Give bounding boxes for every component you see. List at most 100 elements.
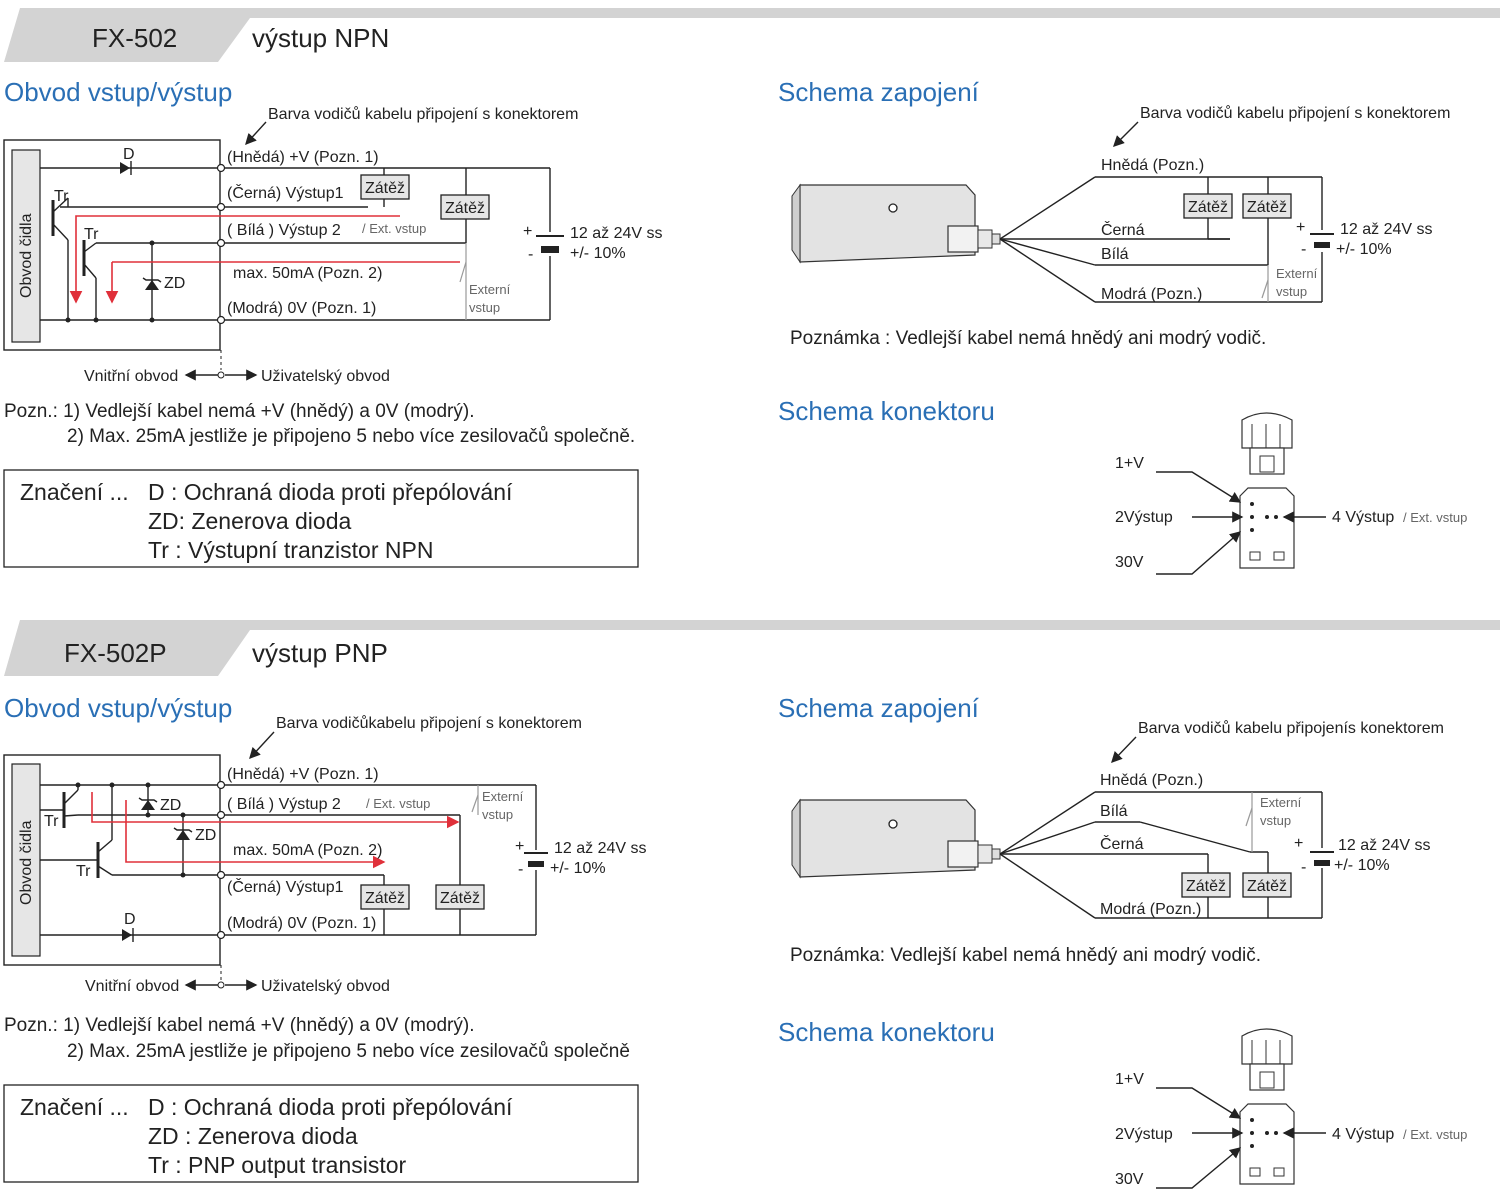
sensor-circuit-label: Obvod čidla: [18, 820, 35, 905]
wire-black-label: (Černá) Výstup1: [227, 877, 344, 896]
wiring-load-2: [1242, 872, 1292, 898]
ext-input-small: / Ext. vstup: [362, 221, 426, 236]
wire-blue-label: (Modrá) 0V (Pozn. 1): [227, 300, 376, 317]
wiring-minus: -: [1301, 859, 1306, 876]
load-box-2: [440, 194, 490, 220]
wiring-black-label: Černá: [1101, 220, 1145, 239]
wiring-black-label: Černá: [1100, 834, 1144, 853]
wiring-title: Schema zapojení: [778, 693, 980, 723]
ext-input-2: vstup: [469, 300, 500, 315]
diode-d-symbol: [122, 929, 132, 941]
battery-plus: +: [515, 838, 524, 855]
diode-d-label: D: [124, 911, 136, 928]
wire-brown-label: (Hnědá) +V (Pozn. 1): [227, 766, 379, 783]
zener-symbol: [145, 280, 159, 290]
supply-tolerance: +/- 10%: [570, 245, 626, 262]
wiring-supply: 12 až 24V ss: [1340, 221, 1433, 238]
max-current-label: max. 50mA (Pozn. 2): [233, 265, 382, 282]
load-label-2: Zátěž: [440, 890, 480, 907]
connector-drawing: [1239, 1028, 1295, 1185]
pin3-label: 30V: [1115, 1171, 1144, 1188]
tr2-label: Tr: [84, 226, 99, 243]
pin3-label: 30V: [1115, 554, 1144, 571]
zener-symbol-1: [141, 800, 155, 810]
supply-voltage: 12 až 24V ss: [554, 840, 647, 857]
io-circuit-title: Obvod vstup/výstup: [4, 77, 232, 107]
legend-box: [3, 469, 639, 568]
legend-prefix: Značení ...: [20, 479, 129, 505]
internal-circuit-label: Vnitřní obvod: [84, 368, 178, 385]
legend-zd: ZD : Zenerova dioda: [148, 1123, 358, 1149]
max-current-label: max. 50mA (Pozn. 2): [233, 842, 382, 859]
cable-pointer: [245, 121, 267, 146]
tr1-label: Tr: [44, 813, 59, 830]
wiring-supply: 12 až 24V ss: [1338, 837, 1431, 854]
tr2-label: Tr: [76, 863, 91, 880]
amplifier-device: [791, 798, 1001, 879]
wiring-note: Poznámka: Vedlejší kabel nemá hnědý ani …: [790, 945, 1261, 966]
wiring-cable-label: Barva vodičů kabelu připojenís konektore…: [1138, 719, 1444, 737]
legend-zd: ZD: Zenerova dioda: [148, 508, 351, 534]
zener-symbol-2: [176, 830, 190, 840]
cable-color-label: Barva vodičů kabelu připojení s konektor…: [268, 105, 578, 123]
zener-label-1: ZD: [160, 797, 181, 814]
diode-d-label: D: [123, 146, 135, 163]
wiring-ext-1: Externí: [1276, 266, 1318, 281]
connector-title: Schema konektoru: [778, 396, 995, 426]
wiring-tolerance: +/- 10%: [1334, 857, 1390, 874]
sensor-circuit-block: [11, 763, 41, 957]
wiring-load-1: [1181, 872, 1231, 898]
internal-circuit-frame: [3, 754, 221, 966]
load-box-2: [435, 884, 485, 910]
legend-box: [3, 1084, 639, 1183]
wiring-load-label-2: Zátěž: [1247, 199, 1287, 216]
wire-black-label: (Černá) Výstup1: [227, 183, 344, 202]
wiring-load-label-1: Zátěž: [1186, 878, 1226, 895]
load-box-1: [360, 174, 410, 200]
battery-minus: -: [518, 861, 523, 878]
load-label-2: Zátěž: [445, 200, 485, 217]
wiring-brown-label: Hnědá (Pozn.): [1101, 157, 1204, 174]
terminals: [216, 163, 226, 325]
note-1: Pozn.: 1) Vedlejší kabel nemá +V (hnědý)…: [4, 401, 474, 422]
section-npn: FX-502 výstup NPN Obvod vstup/výstup Bar…: [3, 8, 1500, 575]
legend-tr: Tr : Výstupní tranzistor NPN: [148, 537, 433, 563]
user-circuit-label: Uživatelský obvod: [261, 368, 390, 385]
wiring-white-label: Bílá: [1101, 246, 1129, 263]
internal-circuit-label: Vnitřní obvod: [85, 978, 179, 995]
load-box-1: [360, 884, 410, 910]
terminals: [216, 780, 226, 940]
wiring-ext-1: Externí: [1260, 795, 1302, 810]
section-pnp: FX-502P výstup PNP Obvod vstup/výstup Ba…: [3, 620, 1500, 1189]
zener-label-2: ZD: [195, 827, 216, 844]
wiring-load-1: [1183, 193, 1233, 219]
diode-d-symbol: [120, 162, 130, 174]
battery-plus: +: [523, 223, 532, 240]
current-arrow-2: [125, 800, 386, 869]
note-2: 2) Max. 25mA jestliže je připojeno 5 neb…: [67, 1041, 630, 1062]
output-type-label: výstup NPN: [252, 23, 389, 53]
sensor-circuit-label: Obvod čidla: [18, 213, 35, 298]
wiring-plus: +: [1296, 219, 1305, 236]
wiring-ext-2: vstup: [1260, 813, 1291, 828]
wiring-cable-label: Barva vodičů kabelu připojení s konektor…: [1140, 104, 1450, 122]
ext-input-2: vstup: [482, 807, 513, 822]
wiring-blue-label: Modrá (Pozn.): [1100, 901, 1201, 918]
wiring-load-label-2: Zátěž: [1247, 878, 1287, 895]
connector-drawing: [1239, 412, 1295, 569]
model-label: FX-502: [92, 23, 177, 53]
pin4-small: / Ext. vstup: [1403, 1127, 1467, 1142]
legend-d: D : Ochraná dioda proti přepólování: [148, 1094, 513, 1120]
zener-label: ZD: [164, 275, 185, 292]
wiring-note: Poznámka : Vedlejší kabel nemá hnědý ani…: [790, 328, 1266, 349]
wiring-ext-2: vstup: [1276, 284, 1307, 299]
supply-tolerance: +/- 10%: [550, 860, 606, 877]
wiring-blue-label: Modrá (Pozn.): [1101, 286, 1202, 303]
pin1-label: 1+V: [1115, 1071, 1144, 1088]
current-arrow-1: [91, 792, 460, 829]
wire-blue-label: (Modrá) 0V (Pozn. 1): [227, 915, 376, 932]
wire-white-label: ( Bílá ) Výstup 2: [227, 222, 341, 239]
ext-input-1: Externí: [482, 789, 524, 804]
battery-minus: -: [528, 246, 533, 263]
